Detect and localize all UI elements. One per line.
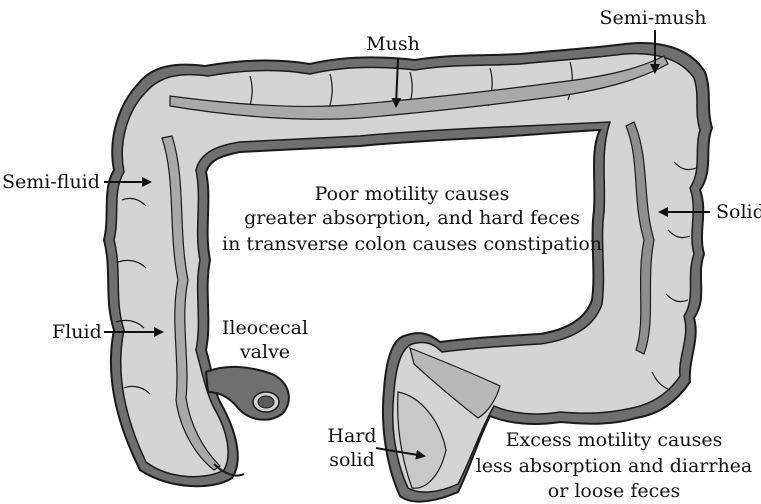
label-ileocecal-1: Ileocecal xyxy=(222,317,308,339)
note-excess-2: less absorption and diarrhea xyxy=(476,455,753,477)
label-ileocecal-2: valve xyxy=(239,341,290,363)
label-semi-fluid: Semi-fluid xyxy=(2,171,100,193)
ileum-inner xyxy=(258,396,274,408)
note-excess-1: Excess motility causes xyxy=(506,429,723,451)
note-poor-3: in transverse colon causes constipation xyxy=(222,233,602,255)
label-solid: Solid xyxy=(716,201,761,223)
label-hard-1: Hard xyxy=(327,425,376,447)
note-poor-2: greater absorption, and hard feces xyxy=(244,207,580,229)
label-hard-2: solid xyxy=(329,449,375,471)
label-mush: Mush xyxy=(366,33,420,55)
note-poor-1: Poor motility causes xyxy=(315,183,510,205)
label-fluid: Fluid xyxy=(52,321,102,343)
note-excess-3: or loose feces xyxy=(548,480,680,502)
label-semi-mush: Semi-mush xyxy=(599,7,706,29)
